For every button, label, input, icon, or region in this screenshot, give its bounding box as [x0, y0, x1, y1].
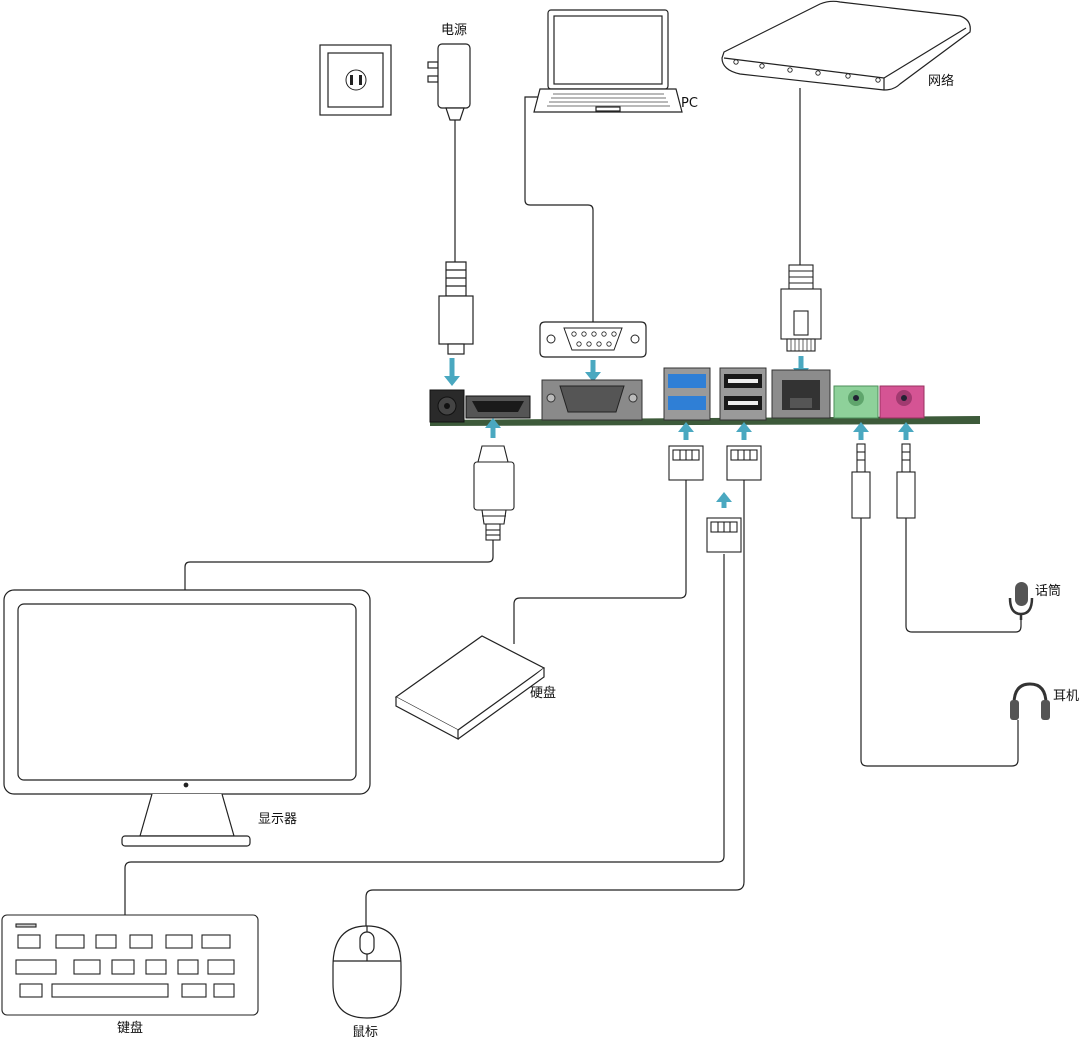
audio-plug-icon: [896, 443, 916, 519]
microphone-icon: [1008, 582, 1034, 620]
mouse-icon: [332, 925, 402, 1019]
mouse-cable: [365, 480, 745, 931]
headphone-label: 耳机: [1053, 689, 1079, 704]
hdd-cable: [513, 480, 687, 644]
db9-plug-icon: [539, 321, 647, 358]
headphone-icon: [1010, 682, 1050, 720]
usb-plug-icon: [726, 445, 762, 481]
pc-label: PC: [681, 96, 698, 111]
hdmi-plug-icon: [473, 445, 515, 541]
cables: [124, 88, 1022, 931]
network-label: 网络: [928, 73, 954, 89]
mouse-label: 鼠标: [352, 1025, 378, 1037]
keyboard-cable: [124, 554, 725, 915]
microphone-label: 话筒: [1035, 583, 1061, 599]
wall-socket-icon: [319, 44, 392, 116]
microphone-cable: [905, 518, 1022, 633]
monitor-label: 显示器: [258, 812, 297, 827]
power-label: 电源: [441, 23, 467, 38]
usb-plug-icon: [668, 445, 704, 481]
router-icon: [721, 0, 971, 91]
monitor-icon: [3, 589, 371, 847]
rj45-plug-icon: [780, 264, 822, 352]
usb-plug-icon: [706, 517, 742, 553]
keyboard-label: 键盘: [117, 1020, 143, 1036]
hard-disk-icon: [394, 635, 546, 740]
dc-plug-icon: [438, 261, 474, 355]
keyboard-icon: [1, 914, 259, 1016]
hard-disk-label: 硬盘: [530, 685, 556, 701]
audio-plug-icon: [851, 443, 871, 519]
headphone-cable: [860, 518, 1019, 767]
serial-cable: [524, 96, 594, 322]
power-adapter-icon: [427, 43, 471, 121]
motherboard-icon: [429, 367, 980, 426]
hdmi-cable: [184, 540, 494, 590]
laptop-icon: [533, 9, 683, 113]
